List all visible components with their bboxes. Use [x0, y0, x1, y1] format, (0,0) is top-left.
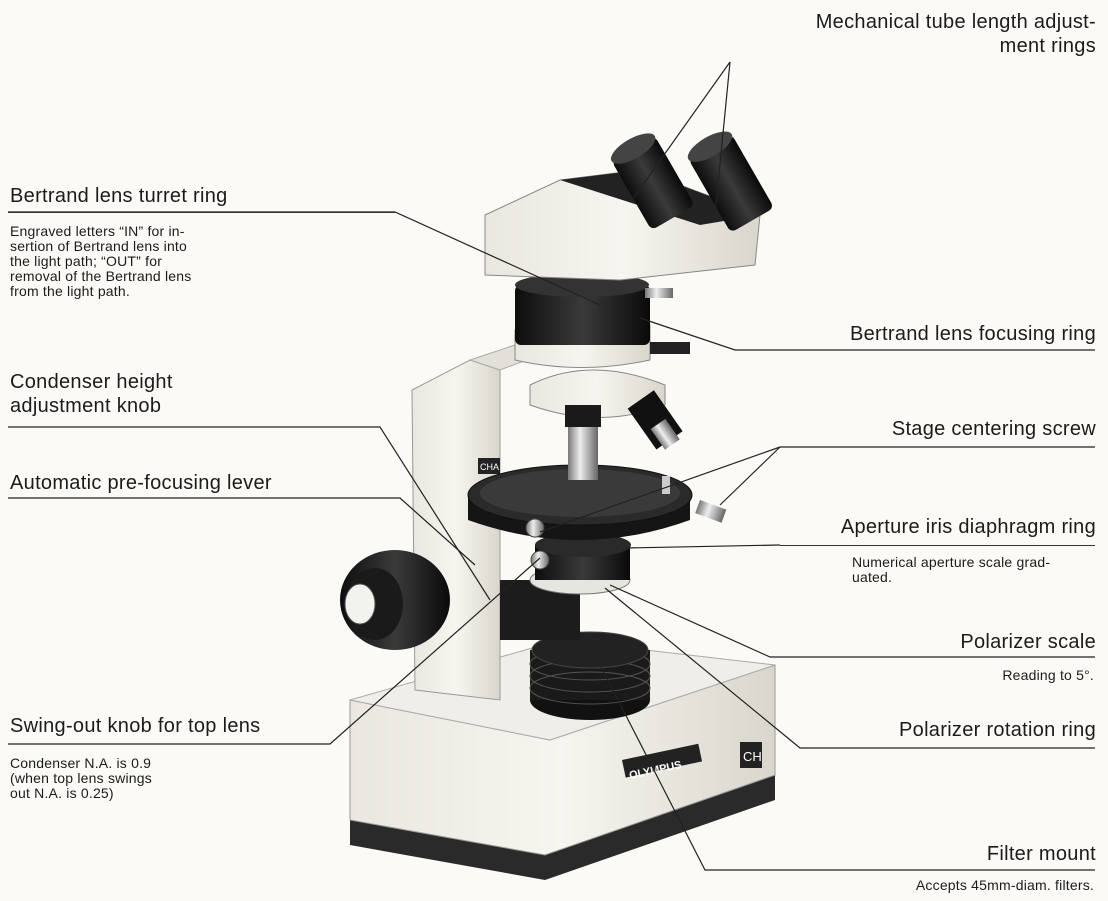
intermediate-tube: [515, 273, 690, 368]
desc-aperture-iris: Numerical aperture scale grad- uated.: [852, 555, 1050, 585]
filter-mount-bellows: [530, 632, 650, 720]
rule-bertrand-turret: [8, 212, 395, 213]
desc-swing-out-line: (when top lens swings: [10, 771, 152, 786]
binocular-head: [485, 126, 774, 280]
desc-bertrand-turret-line: sertion of Bertrand lens into: [10, 239, 191, 254]
leader-aperture-iris: [625, 545, 780, 548]
desc-bertrand-turret-line: removal of the Bertrand lens: [10, 269, 191, 284]
leader-stage-centering-right: [720, 447, 780, 505]
desc-aperture-iris-line: uated.: [852, 570, 1050, 585]
desc-bertrand-turret: Engraved letters “IN” for in- sertion of…: [10, 224, 191, 299]
label-bertrand-focus: Bertrand lens focusing ring: [850, 322, 1096, 346]
desc-bertrand-turret-line: the light path; “OUT” for: [10, 254, 191, 269]
desc-swing-out-line: out N.A. is 0.25): [10, 786, 152, 801]
label-condenser-height-line2: adjustment knob: [10, 394, 173, 418]
label-swing-out: Swing-out knob for top lens: [10, 714, 260, 738]
label-auto-prefocus: Automatic pre-focusing lever: [10, 471, 272, 495]
nosepiece: [530, 370, 685, 480]
desc-bertrand-turret-line: Engraved letters “IN” for in-: [10, 224, 191, 239]
label-mech-tube: Mechanical tube length adjust- ment ring…: [816, 10, 1096, 58]
label-bertrand-turret: Bertrand lens turret ring: [10, 184, 228, 208]
label-stage-centering: Stage centering screw: [892, 417, 1096, 441]
label-polarizer-scale: Polarizer scale: [960, 630, 1096, 654]
desc-swing-out-line: Condenser N.A. is 0.9: [10, 756, 152, 771]
arm-plate-text: CHA: [480, 462, 499, 472]
label-polarizer-rotation: Polarizer rotation ring: [899, 718, 1096, 742]
label-condenser-height: Condenser height adjustment knob: [10, 370, 173, 418]
desc-filter-mount: Accepts 45mm-diam. filters.: [916, 878, 1094, 893]
focus-knob: [340, 550, 450, 650]
label-mech-tube-line2: ment rings: [816, 34, 1096, 58]
desc-aperture-iris-line: Numerical aperture scale grad-: [852, 555, 1050, 570]
label-mech-tube-line1: Mechanical tube length adjust-: [816, 10, 1096, 34]
rule-aperture-iris: [780, 545, 1095, 546]
label-condenser-height-line1: Condenser height: [10, 370, 173, 394]
desc-polarizer-scale: Reading to 5°.: [1002, 668, 1094, 683]
desc-bertrand-turret-line: from the light path.: [10, 284, 191, 299]
label-aperture-iris: Aperture iris diaphragm ring: [841, 515, 1096, 539]
label-filter-mount: Filter mount: [987, 842, 1096, 866]
base-plate-text: CH: [743, 749, 762, 764]
condenser: [500, 533, 631, 640]
desc-swing-out: Condenser N.A. is 0.9 (when top lens swi…: [10, 756, 152, 801]
